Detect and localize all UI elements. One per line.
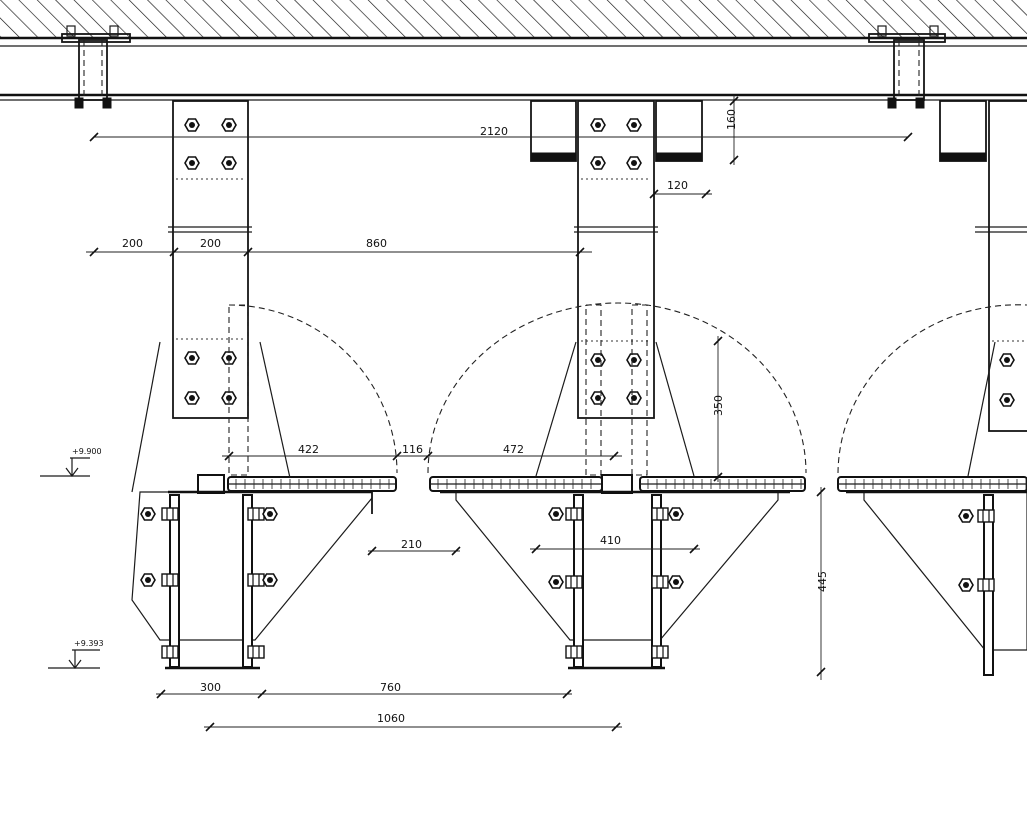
dim-445: 445: [816, 571, 829, 592]
swing-arcs: [228, 302, 1027, 474]
dim-116: 116: [402, 443, 423, 456]
bracket-left: [131, 341, 373, 670]
column-right: [939, 100, 1027, 432]
dim-120: 120: [667, 179, 688, 192]
column-left: [168, 100, 252, 476]
main-beam: [0, 93, 1027, 101]
dim-160: 160: [725, 109, 738, 130]
grating-mid-right: [639, 476, 806, 492]
dim-350: 350: [712, 395, 725, 416]
roof-slab: [0, 0, 1027, 47]
dim-200-a: 200: [122, 237, 143, 250]
column-middle: [530, 100, 703, 476]
dim-410: 410: [600, 534, 621, 547]
hanger-right: [868, 25, 946, 109]
level-upper-label: +9.900: [72, 447, 102, 456]
level-lower-label: +9.393: [74, 639, 104, 648]
level-marker-upper: [40, 457, 90, 477]
dim-1060: 1060: [377, 712, 405, 725]
bracket-right: [846, 341, 1027, 676]
level-marker-lower: [48, 649, 100, 669]
dim-760: 760: [380, 681, 401, 694]
dim-472: 472: [503, 443, 524, 456]
grating-mid-left: [429, 476, 603, 492]
dim-422: 422: [298, 443, 319, 456]
dimension-lines: [86, 95, 913, 732]
dim-2120: 2120: [480, 125, 508, 138]
dim-860: 860: [366, 237, 387, 250]
dim-200-b: 200: [200, 237, 221, 250]
hanger-left: [61, 25, 131, 109]
bracket-middle: [440, 341, 790, 670]
walkway-gratings: [197, 474, 1027, 494]
dim-210: 210: [401, 538, 422, 551]
dim-300: 300: [200, 681, 221, 694]
